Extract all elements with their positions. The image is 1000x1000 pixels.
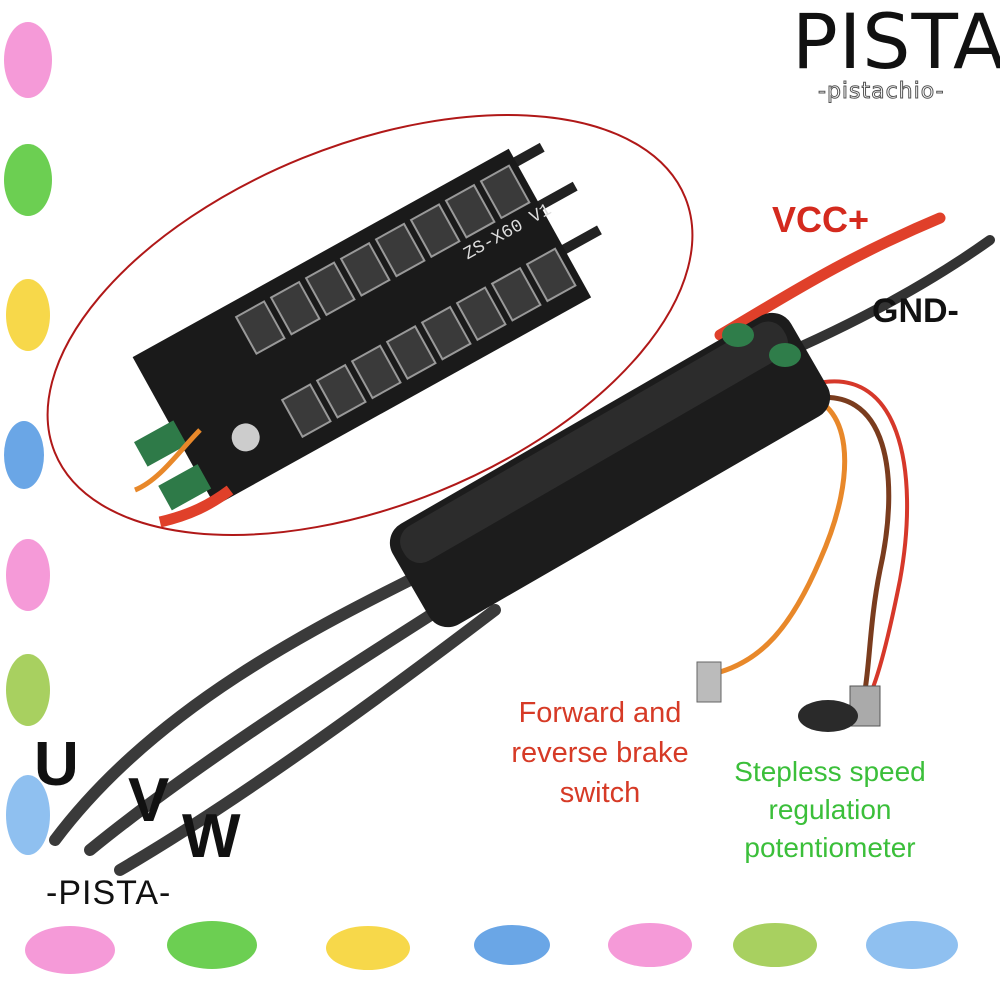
esc-body <box>389 312 831 628</box>
pcb-wires <box>133 428 202 493</box>
paint-dot <box>167 921 257 969</box>
paint-dot <box>6 539 50 611</box>
potentiometer-label: Stepless speed regulation potentiometer <box>734 756 926 863</box>
capacitor <box>769 343 801 367</box>
gnd-label: GND- <box>872 292 959 330</box>
paint-dot <box>4 421 44 489</box>
paint-dot <box>4 22 52 98</box>
vcc-label: VCC+ <box>772 199 870 240</box>
paint-dots-bottom <box>25 921 958 974</box>
paint-dot <box>25 926 115 974</box>
phase-wire-u <box>49 554 456 846</box>
brand-tagline: -pistachio- <box>818 79 945 104</box>
paint-dot <box>6 279 50 351</box>
phase-u-label: U <box>34 730 79 799</box>
phase-wire-w <box>114 604 501 876</box>
brand-logo: PISTA <box>792 0 1000 86</box>
phase-wire-v <box>84 584 476 856</box>
brand-watermark: -PISTA- <box>46 874 172 912</box>
paint-dots-left <box>4 22 52 855</box>
highlight-ellipse <box>46 114 694 536</box>
paint-dot <box>6 775 50 855</box>
paint-dot <box>866 921 958 969</box>
pcb-board: ZS-X60 V1 <box>132 142 602 511</box>
potentiometer-knob <box>798 700 858 732</box>
signal-wire-brown <box>802 395 892 693</box>
paint-dot <box>474 925 550 965</box>
vcc-wire <box>714 212 946 341</box>
pcb-power-wire <box>158 485 234 528</box>
phase-w-label: W <box>182 802 241 871</box>
switch-label: Forward and reverse brake switch <box>511 697 689 809</box>
phase-v-label: V <box>128 766 170 835</box>
signal-wire-orange <box>717 392 848 675</box>
paint-dot <box>608 923 692 967</box>
paint-dot <box>6 654 50 726</box>
paint-dot <box>4 144 52 216</box>
signal-wire-red <box>808 379 910 692</box>
paint-dot <box>326 926 410 970</box>
brake-switch <box>696 661 722 703</box>
paint-dot <box>733 923 817 967</box>
capacitor <box>722 323 754 347</box>
